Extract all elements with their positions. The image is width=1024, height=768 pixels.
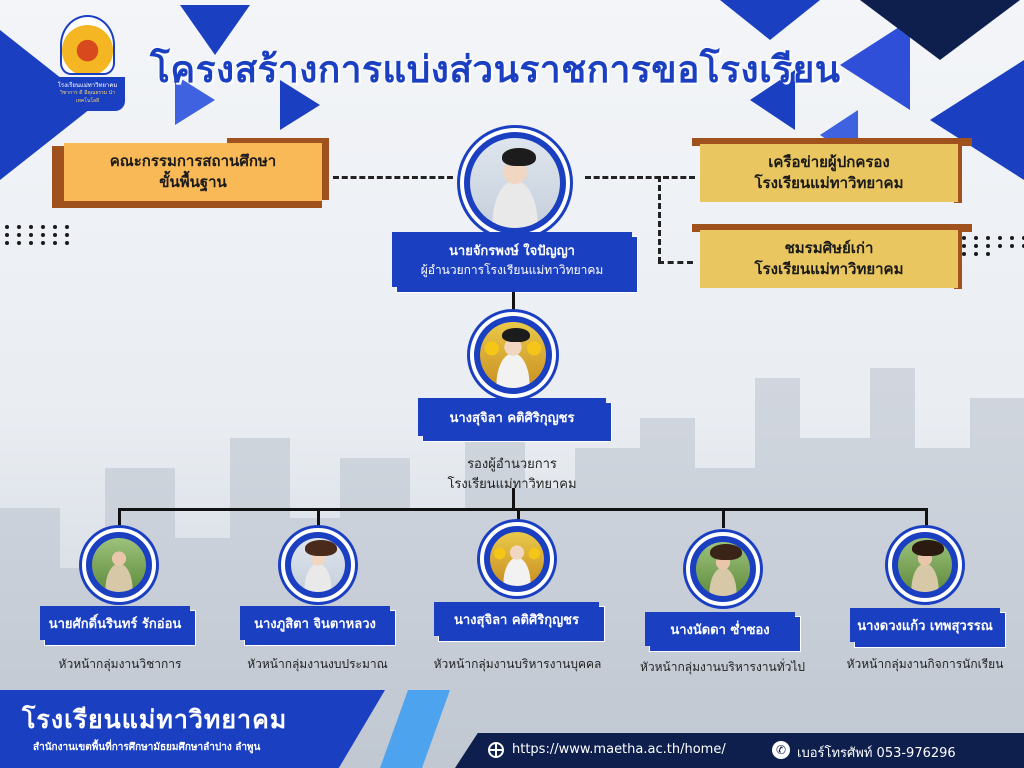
parent-network-line1: เครือข่ายผู้ปกครอง [768, 153, 890, 171]
head-namebar-4: นางนัดดา ซ่ำซอง [645, 612, 795, 646]
school-logo: โรงเรียนแม่ทาวิทยาคม วิชาการ ดี มีคุณธรร… [50, 15, 125, 115]
phone-number: เบอร์โทรศัพท์ 053-976296 [797, 746, 956, 761]
deputy-namebar: นางสุจิลา คติศิริกุญชร [418, 398, 606, 436]
decor-dots-right [962, 236, 1024, 256]
head-role-1: หัวหน้ากลุ่มงานวิชาการ [58, 657, 182, 671]
branch-line-5 [925, 508, 928, 528]
website-link[interactable]: https://www.maetha.ac.th/home/ [512, 742, 726, 757]
head-name-4: นางนัดดา ซ่ำซอง [670, 622, 770, 638]
decor-dots-left [5, 225, 73, 245]
footer-school-band [0, 690, 385, 768]
globe-icon [488, 742, 504, 758]
director-name: นายจักรพงษ์ ใจปัญญา [449, 243, 575, 259]
deputy-role-line1: รองผู้อำนวยการ [467, 457, 557, 472]
footer-office: สำนักงานเขตพื้นที่การศึกษามัธยมศึกษาลำปา… [33, 742, 261, 753]
head-photo-3 [480, 522, 554, 596]
parent-network-line2: โรงเรียนแม่ทาวิทยาคม [754, 174, 904, 192]
line-deputy-bus [512, 488, 515, 510]
head-namebar-1: นายศักดิ์นรินทร์ รักอ่อน [40, 606, 190, 640]
alumni-line1: ชมรมศิษย์เก่า [784, 239, 874, 257]
head-namebar-3: นางสุจิลา คติศิริกุญชร [434, 602, 599, 636]
branch-line-1 [118, 508, 121, 528]
deputy-name: นางสุจิลา คติศิริกุญชร [449, 410, 575, 426]
branch-line-3 [517, 508, 520, 528]
alumni-box: ชมรมศิษย์เก่า โรงเรียนแม่ทาวิทยาคม [692, 224, 972, 294]
director-photo [460, 128, 570, 238]
connector-alumni [658, 261, 693, 264]
head-name-3: นางสุจิลา คติศิริกุญชร [453, 612, 579, 628]
footer-contact-band [455, 733, 1024, 768]
connector-parent [585, 176, 695, 179]
logo-banner: โรงเรียนแม่ทาวิทยาคม วิชาการ ดี มีคุณธรร… [50, 77, 125, 111]
branch-line-2 [317, 508, 320, 528]
head-namebar-5: นางดวงแก้ว เทพสุวรรณ [850, 608, 1000, 642]
director-role: ผู้อำนวยการโรงเรียนแม่ทาวิทยาคม [420, 262, 604, 277]
director-namebar: นายจักรพงษ์ ใจปัญญา ผู้อำนวยการโรงเรียนแ… [392, 232, 632, 287]
bus-line [118, 508, 928, 511]
head-role-5: หัวหน้ากลุ่มงานกิจการนักเรียน [846, 657, 1004, 671]
committee-line1: คณะกรรมการสถานศึกษา [109, 152, 277, 170]
head-name-1: นายศักดิ์นรินทร์ รักอ่อน [48, 616, 182, 632]
line-director-deputy [512, 292, 515, 316]
head-photo-1 [82, 528, 156, 602]
connector-committee [333, 176, 453, 179]
head-role-2: หัวหน้ากลุ่มงานงบประมาณ [247, 657, 388, 671]
connector-vertical [658, 176, 661, 263]
branch-line-4 [722, 508, 725, 528]
head-namebar-2: นางภูสิตา จินตาหลวง [240, 606, 390, 640]
deputy-role-line2: โรงเรียนแม่ทาวิทยาคม [447, 476, 577, 492]
head-role-4: หัวหน้ากลุ่มงานบริหารงานทั่วไป [639, 660, 806, 674]
school-emblem-icon [60, 15, 115, 75]
head-photo-4 [686, 532, 760, 606]
head-name-5: นางดวงแก้ว เทพสุวรรณ [857, 618, 993, 634]
logo-motto: วิชาการ ดี มีคุณธรรม นำเทคโนโลยี [60, 90, 115, 104]
deputy-photo [470, 312, 556, 398]
head-name-2: นางภูสิตา จินตาหลวง [254, 616, 376, 632]
deputy-role: รองผู้อำนวยการ โรงเรียนแม่ทาวิทยาคม [412, 455, 612, 494]
head-photo-5 [888, 528, 962, 602]
page-title: โครงสร้างการแบ่งส่วนราชการขอโรงเรียน [150, 48, 841, 91]
footer-school-name: โรงเรียนแม่ทาวิทยาคม [22, 705, 288, 734]
committee-line2: ขั้นพื้นฐาน [159, 173, 227, 191]
head-photo-2 [281, 528, 355, 602]
head-role-3: หัวหน้ากลุ่มงานบริหารงานบุคคล [433, 657, 602, 671]
parent-network-box: เครือข่ายผู้ปกครอง โรงเรียนแม่ทาวิทยาคม [692, 138, 972, 208]
alumni-line2: โรงเรียนแม่ทาวิทยาคม [754, 260, 904, 278]
logo-name: โรงเรียนแม่ทาวิทยาคม [57, 82, 118, 89]
committee-box: คณะกรรมการสถานศึกษา ขั้นพื้นฐาน [52, 138, 332, 208]
phone-icon: ✆ [772, 741, 790, 759]
